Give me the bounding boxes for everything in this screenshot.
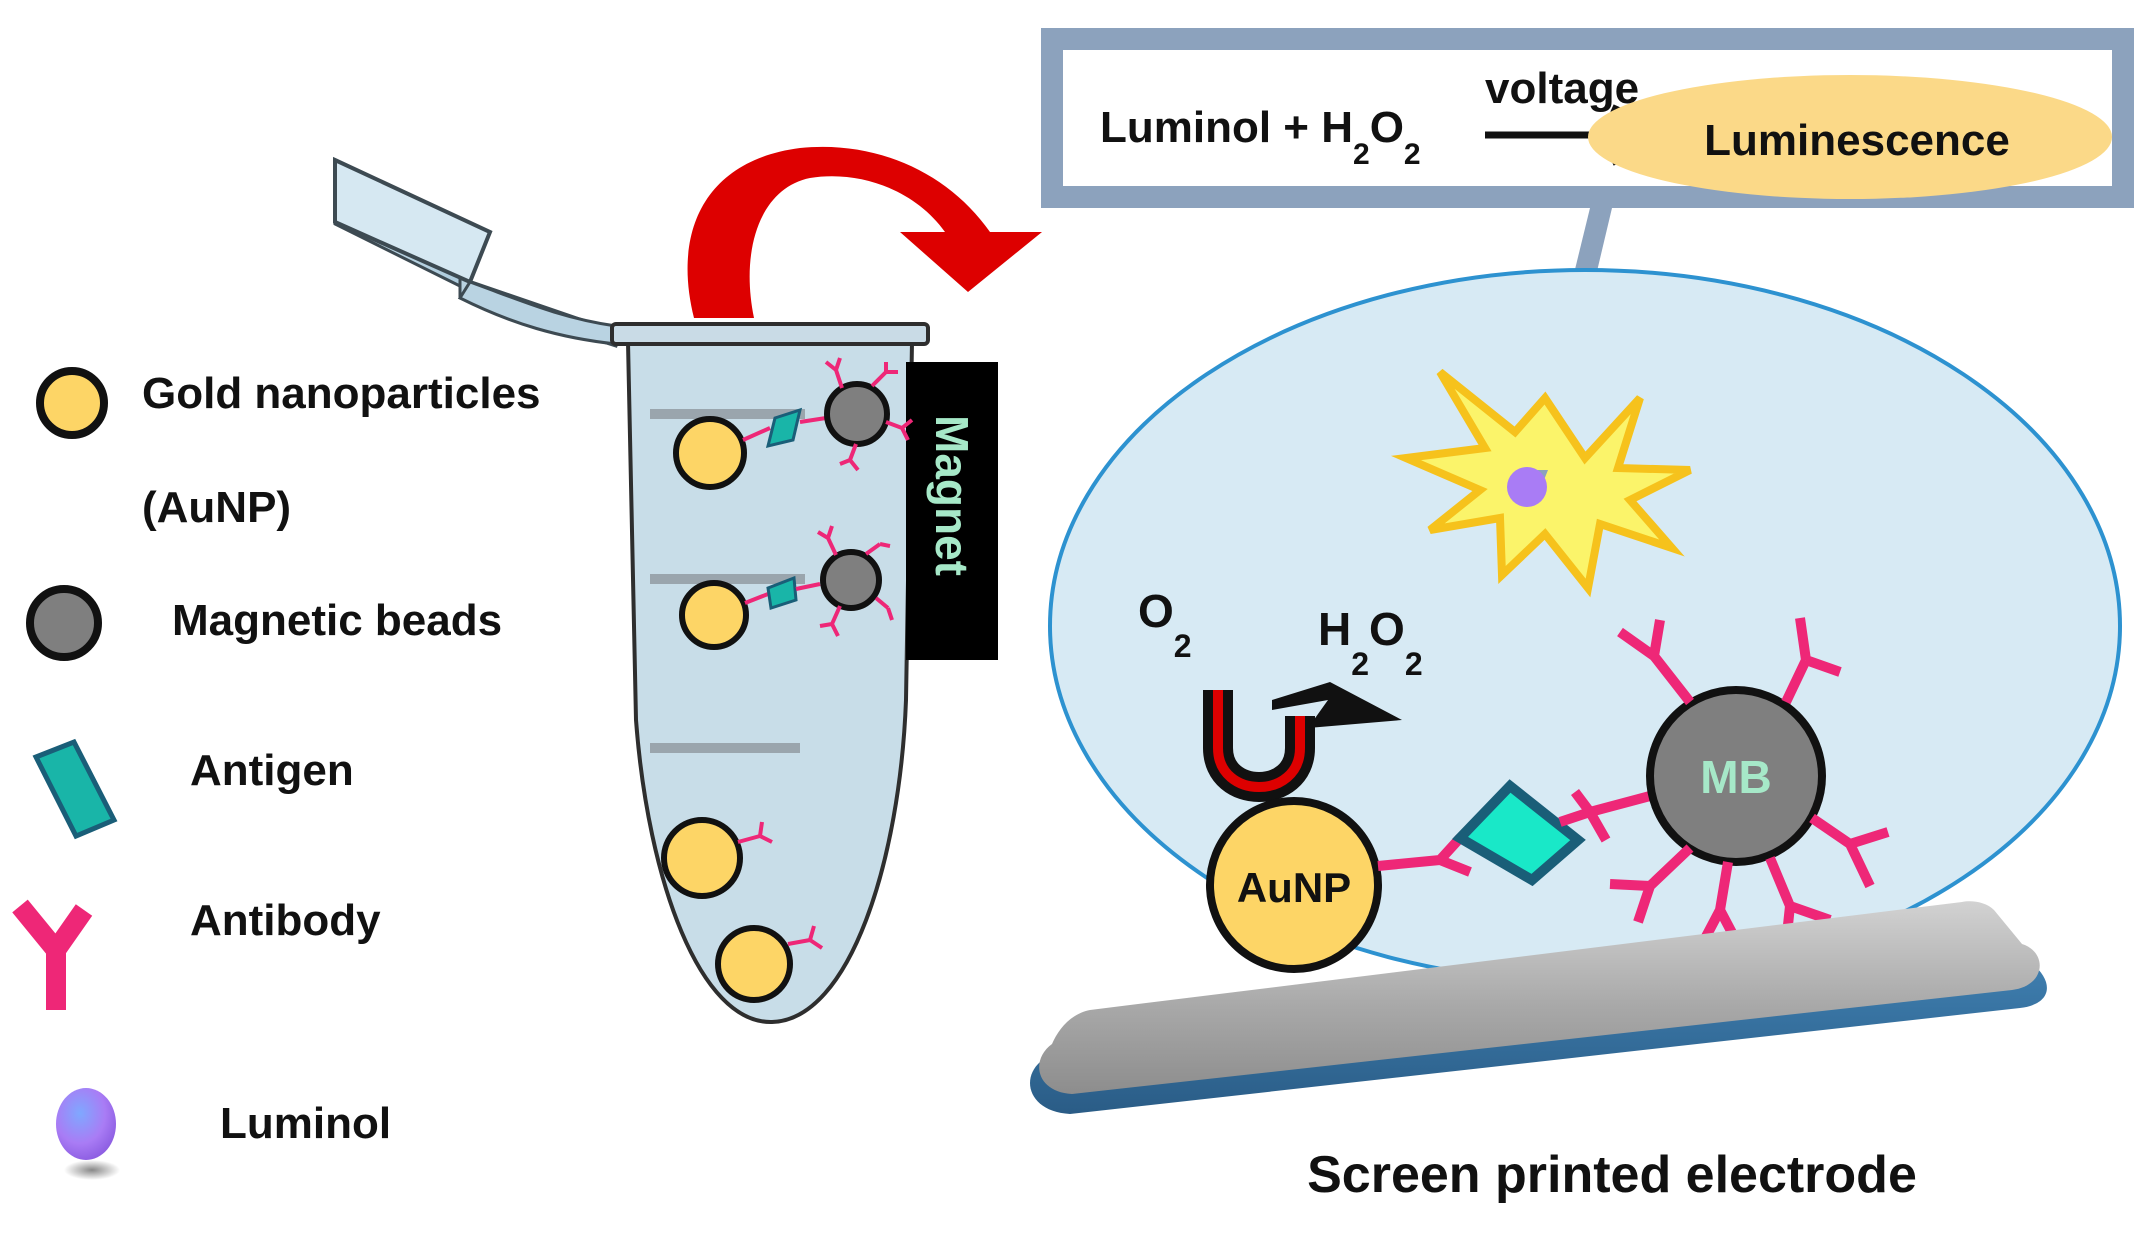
- antibody-set: [816, 525, 894, 637]
- aunp-particle: [1206, 797, 1382, 973]
- magnetic-bead: [820, 549, 882, 611]
- magnet-label: Magnet: [926, 415, 978, 576]
- mb-antibody-link: [1558, 789, 1652, 843]
- electrode-label: Screen printed electrode: [1307, 1146, 1917, 1204]
- magnetic-bead-mb: [1646, 686, 1826, 866]
- tube-cap-rim: [610, 322, 930, 346]
- gold-nanoparticle: [673, 416, 747, 490]
- legend-label: Magnetic beads: [172, 596, 502, 645]
- equation-over-arrow-label: voltage: [1485, 64, 1639, 113]
- legend-label: Antibody: [190, 896, 381, 945]
- magnet: [906, 362, 998, 660]
- luminol-icon: [56, 1088, 116, 1160]
- tube-free-nanoparticle-2: [715, 925, 824, 1003]
- antigen-molecule: [1451, 779, 1586, 887]
- magnetic-bead-icon: [26, 585, 102, 661]
- legend-item-antigen: Antigen: [32, 738, 354, 840]
- tube-complex-2: [679, 525, 894, 650]
- luminol-shadow: [64, 1160, 120, 1180]
- equation-reactant: Luminol + H2O2: [1100, 103, 1421, 171]
- legend-item-antibody: Antibody: [12, 896, 381, 1010]
- pipette: [333, 156, 622, 348]
- aunp-label: AuNP: [1237, 864, 1351, 911]
- antibody-set: [824, 357, 914, 472]
- detection-detail: O2 H2O2 AuNP MB: [1048, 268, 2122, 984]
- gold-nanoparticle-icon: [36, 367, 108, 439]
- legend-item-gold-nanoparticles: Gold nanoparticles (AuNP): [36, 367, 541, 532]
- legend-label: Luminol: [220, 1099, 391, 1148]
- antigen: [766, 575, 798, 610]
- electrode-body: [1039, 901, 2040, 1094]
- legend-item-luminol: Luminol: [56, 1088, 391, 1180]
- red-curved-arrow: [687, 146, 1042, 318]
- luminescence-starburst: [1390, 368, 1692, 598]
- legend-item-magnetic-beads: Magnetic beads: [26, 585, 502, 661]
- magnetic-bead: [824, 381, 890, 447]
- equation-box: Luminol + H2O2 voltage Luminescence: [1041, 28, 2134, 478]
- legend: Gold nanoparticles (AuNP) Magnetic beads…: [12, 367, 541, 1180]
- transfer-arrow: [687, 146, 1042, 318]
- oxygen-label: O2: [1138, 585, 1192, 664]
- hydrogen-peroxide-label: H2O2: [1318, 603, 1423, 682]
- tube-complex-1: [673, 357, 914, 490]
- legend-label: Gold nanoparticles: [142, 369, 541, 418]
- mb-label: MB: [1700, 751, 1772, 803]
- antigen-icon: [32, 738, 118, 840]
- luminol-molecule: [1507, 467, 1547, 507]
- pipette-tip: [457, 280, 618, 346]
- microcentrifuge-tube: Magnet: [610, 322, 998, 1025]
- legend-label: Antigen: [190, 746, 354, 795]
- catalytic-arrow: [1203, 682, 1402, 802]
- screen-printed-electrode: Screen printed electrode: [1030, 901, 2047, 1204]
- luminescence-ellipse: [1588, 75, 2112, 199]
- antigen: [765, 407, 803, 449]
- antibody-icon: [12, 899, 93, 1010]
- legend-label-line2: (AuNP): [142, 483, 291, 532]
- equation-product: Luminescence: [1704, 116, 2010, 165]
- tube-free-nanoparticle-1: [661, 817, 773, 899]
- gold-nanoparticle: [679, 580, 749, 650]
